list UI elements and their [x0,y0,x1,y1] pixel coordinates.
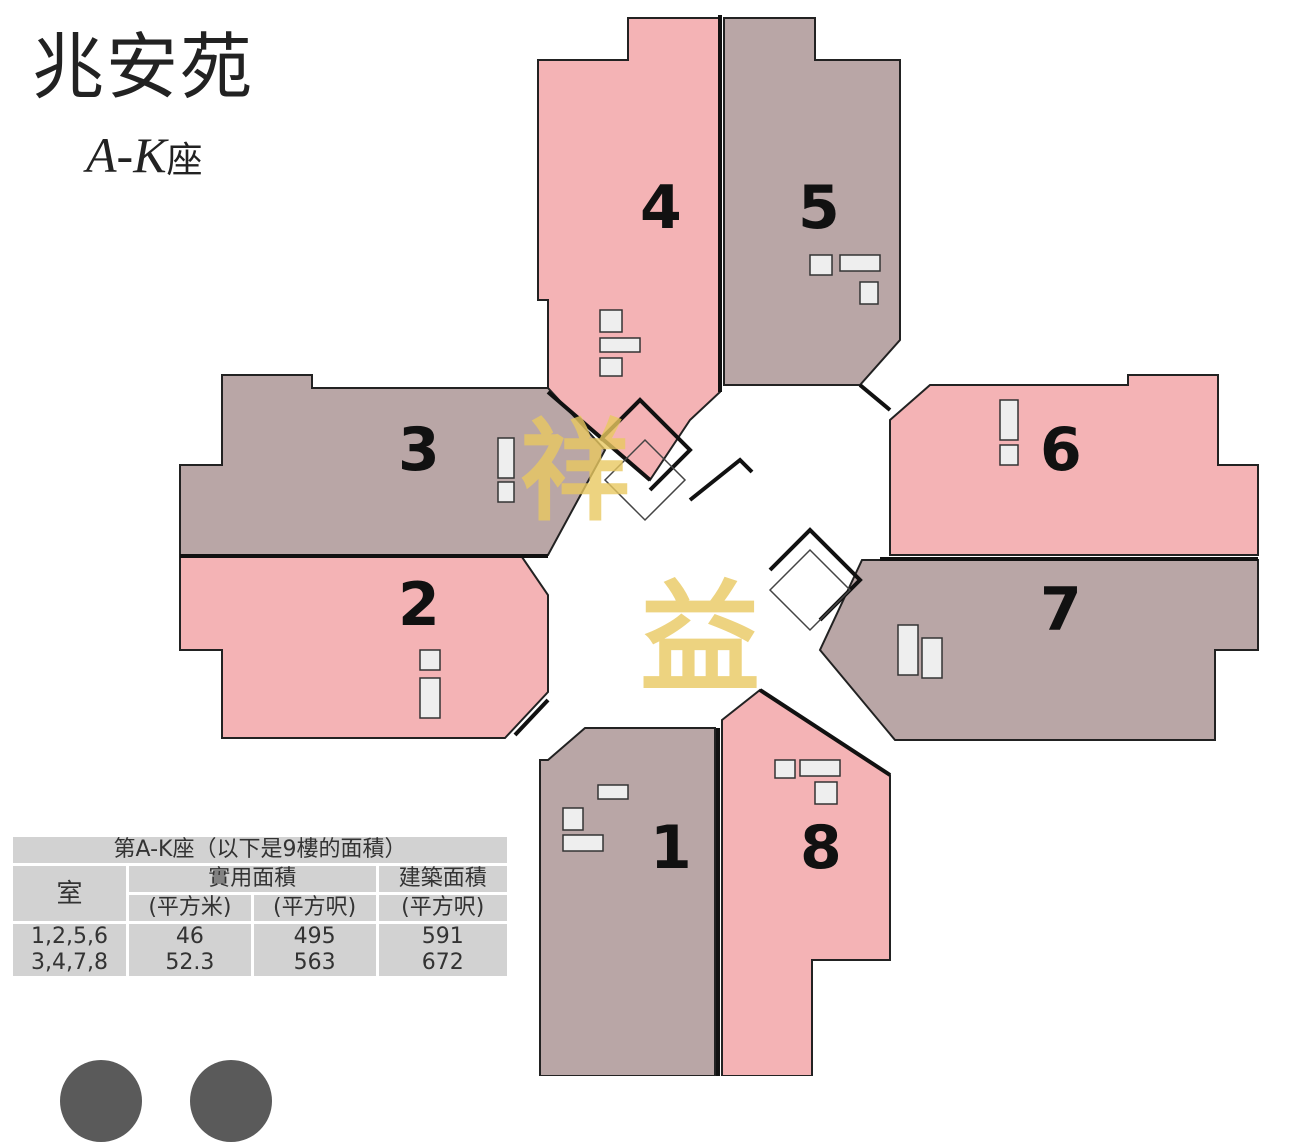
area-table: 第A-K座（以下是9樓的面積） 室 實用面積 建築面積 (平方米) (平方呎) … [10,834,510,979]
unit-5-label: 5 [798,173,840,243]
table-caption: 第A-K座（以下是9樓的面積） [13,837,507,863]
header-saleable: 實用面積 [129,866,376,892]
block-suffix: 座 [166,140,203,181]
sqm: 52.3 [165,950,215,975]
floor-plan: 4 5 3 6 2 7 1 8 祥 益 [179,15,1259,1076]
unit-7-area [818,559,1259,741]
watermark-char-1: 祥 [520,408,630,536]
header-gross: 建築面積 [378,866,507,892]
header-sqm: (平方米) [129,895,251,921]
unit-1-area [539,727,716,1076]
unit-8-area [721,688,891,1076]
nav-button-left[interactable] [60,1060,142,1142]
header-gross-sqft: (平方呎) [378,895,507,921]
header-room: 室 [13,866,127,921]
unit-2-area [179,556,549,739]
unit-2-label: 2 [398,570,440,640]
unit-4-label: 4 [640,173,682,243]
unit-3-label: 3 [398,415,440,485]
sqm: 46 [175,924,204,949]
rooms: 1,2,5,6 [31,924,109,949]
bathroom-fixtures [419,254,1019,852]
unit-6-area [889,374,1259,556]
block-range: A-K [86,127,167,183]
unit-3-area [179,374,607,556]
unit-4-area [537,17,721,482]
header-sqft: (平方呎) [253,895,376,921]
unit-8-label: 8 [800,813,842,883]
gross-sqft: 672 [421,950,464,975]
unit-5-area [723,17,901,386]
gross-sqft: 591 [421,924,464,949]
estate-title: 兆安苑 [32,25,255,109]
watermark-char-2: 益 [640,570,760,709]
lift-shafts [603,438,852,632]
unit-7-label: 7 [1040,575,1082,645]
sqft: 563 [293,950,336,975]
sqft: 495 [293,924,336,949]
unit-1-label: 1 [650,813,692,883]
nav-button-right[interactable] [190,1060,272,1142]
rooms: 3,4,7,8 [31,950,109,975]
block-subtitle: A-K座 [86,126,203,184]
unit-6-label: 6 [1040,415,1082,485]
